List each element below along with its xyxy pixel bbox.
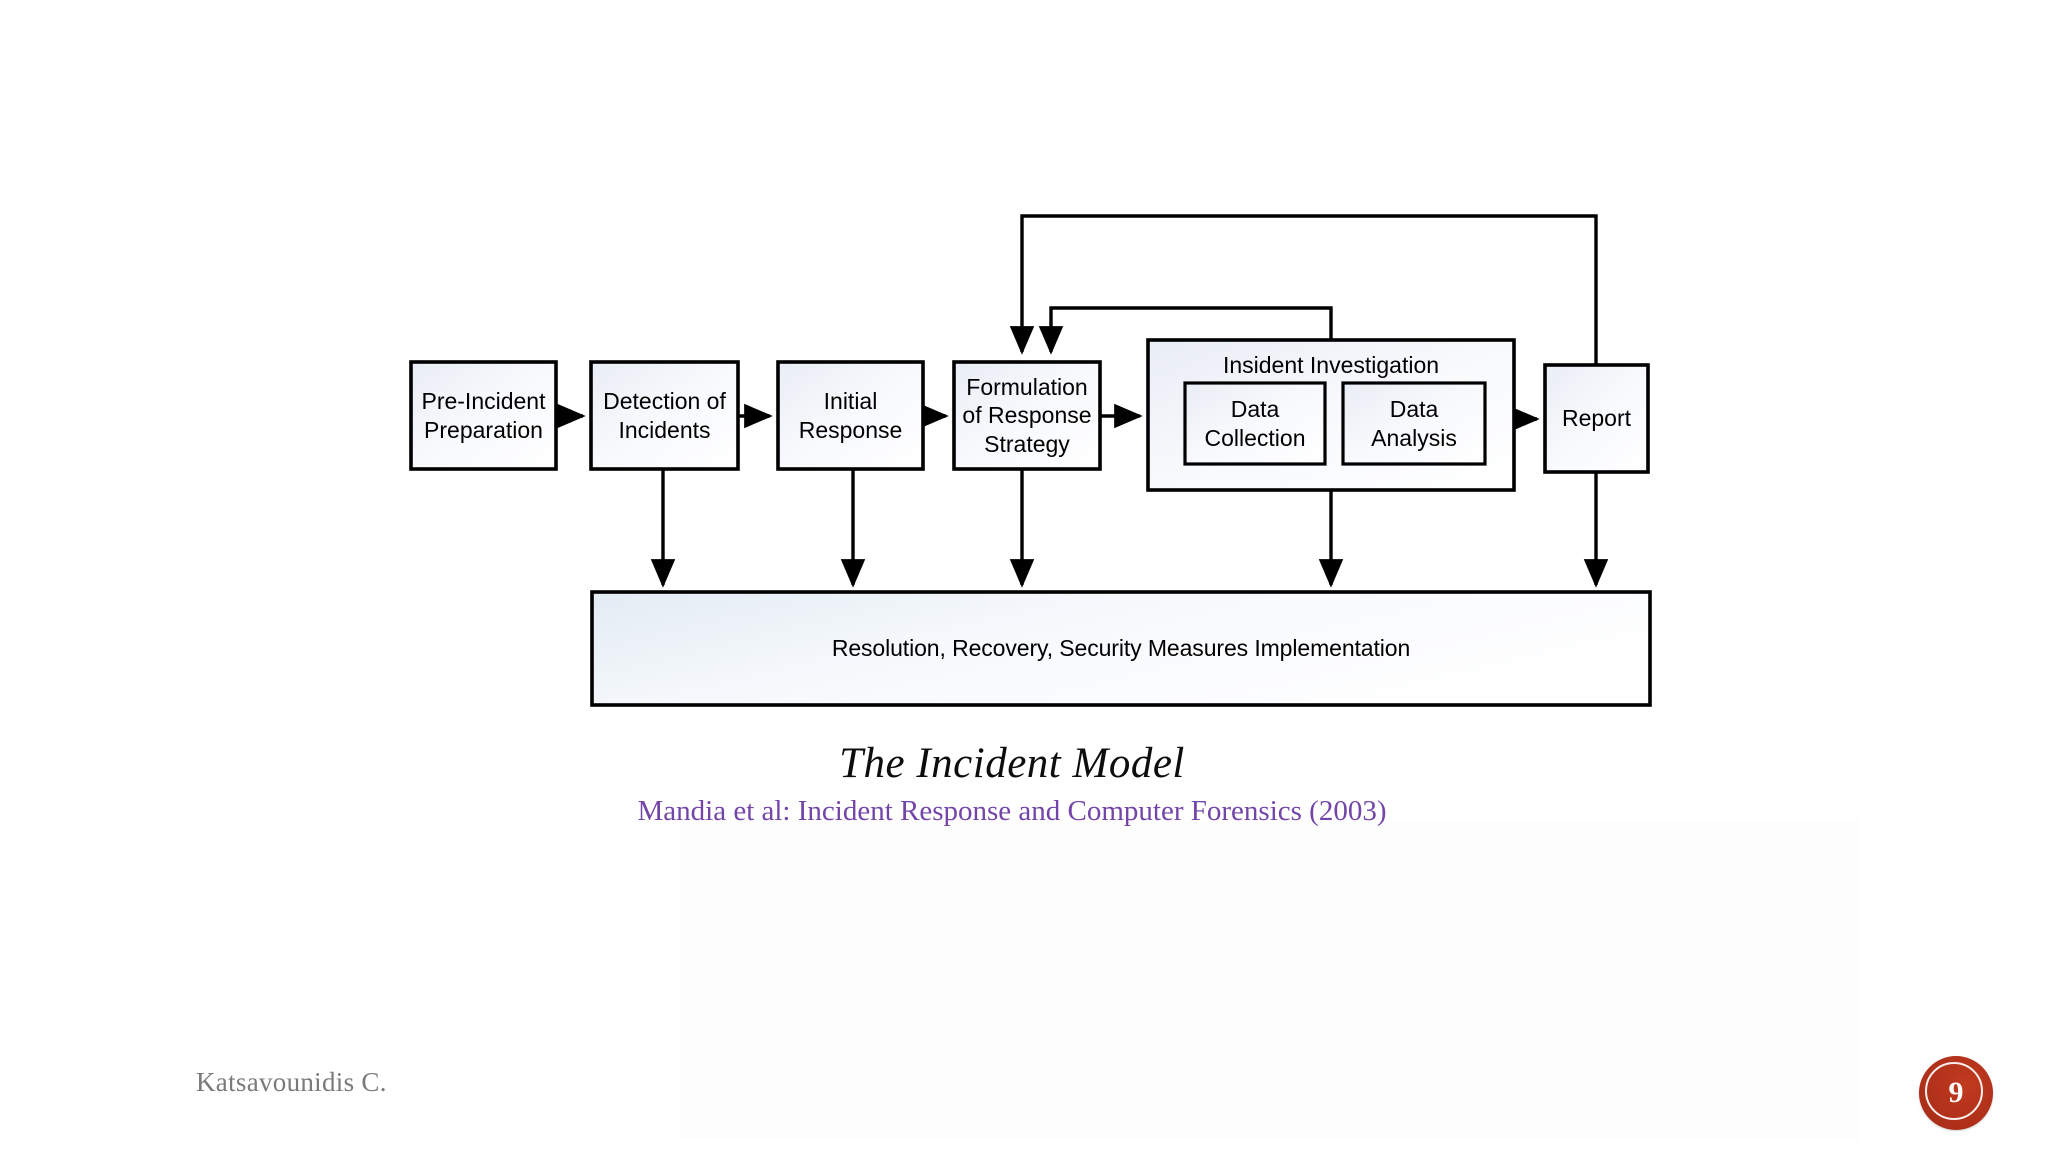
connector-report-to-formulation bbox=[1009, 214, 1598, 365]
slide-lower-panel bbox=[680, 820, 1860, 1140]
box-initial-response[interactable] bbox=[776, 360, 925, 471]
box-resolution-recovery-bar[interactable] bbox=[590, 590, 1652, 707]
connector-down-arrows bbox=[650, 469, 1609, 588]
box-data-analysis[interactable] bbox=[1341, 381, 1487, 466]
box-report[interactable] bbox=[1543, 363, 1650, 474]
connector-chain-arrows bbox=[556, 403, 1540, 432]
connector-investigation-to-formulation bbox=[1038, 306, 1333, 355]
box-pre-incident-preparation[interactable] bbox=[409, 360, 558, 471]
box-data-collection[interactable] bbox=[1183, 381, 1327, 466]
footer-author: Katsavounidis C. bbox=[196, 1067, 387, 1097]
box-detection-of-incidents[interactable] bbox=[589, 360, 740, 471]
page-number-value: 9 bbox=[1948, 1076, 1964, 1109]
box-formulation-of-response-strategy[interactable] bbox=[952, 360, 1102, 471]
page-number-badge: 9 bbox=[1919, 1056, 1993, 1130]
